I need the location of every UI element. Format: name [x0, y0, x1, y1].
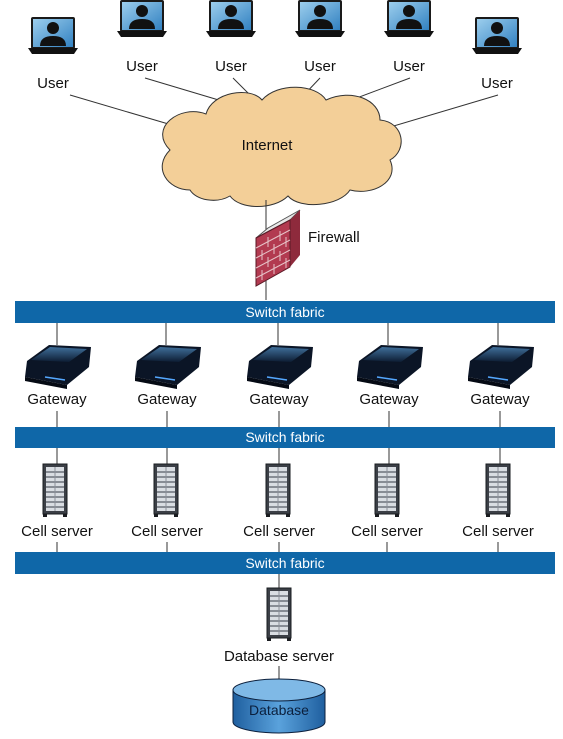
switch-fabric-bar-2 [15, 427, 555, 448]
database-server-label: Database server [224, 648, 334, 665]
cell-server-2: Cell server [131, 463, 203, 540]
firewall-label: Firewall [308, 229, 360, 246]
gateway-icon [246, 344, 314, 390]
gateway-downlinks [56, 411, 501, 427]
cell-server-uplinks [56, 448, 501, 464]
gateway-label-4: Gateway [359, 391, 419, 408]
gateway-5: Gateway [467, 344, 535, 408]
gateway-icon [467, 344, 535, 390]
internet-cloud [161, 86, 402, 207]
user-workstation-icon [471, 17, 523, 55]
database-icon [232, 678, 326, 734]
gateway-uplinks [56, 323, 499, 345]
switch-fabric-label-1: Switch fabric [245, 304, 324, 320]
user-label-5: User [393, 58, 425, 75]
user-label-1: User [37, 75, 69, 92]
gateway-2: Gateway [134, 344, 202, 408]
user-workstation-1: User [27, 17, 79, 92]
user-label-2: User [126, 58, 158, 75]
gateway-icon [24, 344, 92, 390]
user-workstation-6: User [471, 17, 523, 92]
cell-server-label-4: Cell server [351, 523, 423, 540]
database-server: Database server [224, 587, 334, 665]
server-rack-icon [265, 463, 291, 518]
gateway-label-1: Gateway [27, 391, 87, 408]
user-workstation-4: User [294, 0, 346, 75]
gateway-label-3: Gateway [249, 391, 309, 408]
cell-server-3: Cell server [243, 463, 315, 540]
user-label-6: User [481, 75, 513, 92]
cell-server-label-1: Cell server [21, 523, 93, 540]
user-workstation-icon [383, 0, 435, 38]
gateway-1: Gateway [24, 344, 92, 408]
internet-label: Internet [242, 137, 294, 154]
cell-server-label-5: Cell server [462, 523, 534, 540]
user-workstation-icon [116, 0, 168, 38]
gateway-icon [356, 344, 424, 390]
server-rack-icon [485, 463, 511, 518]
gateway-4: Gateway [356, 344, 424, 408]
user-label-3: User [215, 58, 247, 75]
user-label-4: User [304, 58, 336, 75]
cell-server-downlinks [56, 542, 499, 552]
cell-server-label-2: Cell server [131, 523, 203, 540]
server-rack-icon [374, 463, 400, 518]
user-workstation-3: User [205, 0, 257, 75]
database-label: Database [249, 702, 309, 718]
user-workstation-icon [205, 0, 257, 38]
server-rack-icon [42, 463, 68, 518]
user-workstation-icon [27, 17, 79, 55]
server-rack-icon [153, 463, 179, 518]
user-workstation-5: User [383, 0, 435, 75]
cell-server-1: Cell server [21, 463, 93, 540]
switch-fabric-label-3: Switch fabric [245, 555, 324, 571]
firewall-icon [255, 209, 301, 287]
switch-fabric-bar-3 [15, 552, 555, 574]
user-workstation-icon [294, 0, 346, 38]
cell-server-label-3: Cell server [243, 523, 315, 540]
switch-fabric-bar-1 [15, 301, 555, 323]
gateway-icon [134, 344, 202, 390]
gateway-3: Gateway [246, 344, 314, 408]
gateway-label-5: Gateway [470, 391, 530, 408]
cell-server-4: Cell server [351, 463, 423, 540]
switch-fabric-label-2: Switch fabric [245, 429, 324, 445]
server-rack-icon [266, 587, 292, 642]
user-workstation-2: User [116, 0, 168, 75]
gateway-label-2: Gateway [137, 391, 197, 408]
cell-server-5: Cell server [462, 463, 534, 540]
